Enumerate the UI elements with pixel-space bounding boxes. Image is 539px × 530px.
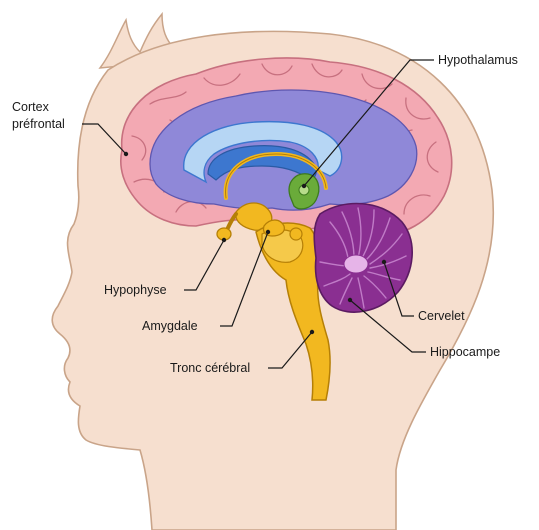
label-cervelet: Cervelet xyxy=(418,309,465,323)
label-cortex-line2: préfrontal xyxy=(12,117,65,131)
label-hippocampe: Hippocampe xyxy=(430,345,500,359)
leader-hippocampe-dot xyxy=(348,298,352,302)
cerebrum xyxy=(121,58,452,239)
label-hypothalamus: Hypothalamus xyxy=(438,53,518,67)
label-tronc-cerebral: Tronc cérébral xyxy=(170,361,250,375)
leader-hypothalamus-dot xyxy=(302,184,306,188)
cerebellum-core xyxy=(344,255,368,273)
leader-hypophyse-dot xyxy=(222,238,226,242)
label-amygdale: Amygdale xyxy=(142,319,198,333)
leader-cortex-dot xyxy=(124,152,128,156)
label-hypophyse: Hypophyse xyxy=(104,283,167,297)
leader-amygdale-dot xyxy=(266,230,270,234)
brainstem-node xyxy=(290,228,302,240)
leader-tronc-dot xyxy=(310,330,314,334)
label-cortex-line1: Cortex xyxy=(12,100,50,114)
leader-cervelet-dot xyxy=(382,260,386,264)
